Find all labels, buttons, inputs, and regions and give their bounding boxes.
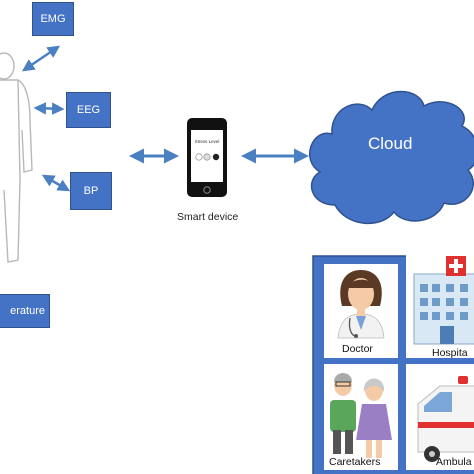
smart-device-label: Smart device (177, 211, 239, 223)
doctor-label: Doctor (342, 343, 373, 355)
caretakers-icon (330, 373, 392, 458)
temperature-box: erature (0, 294, 50, 328)
ambulance-label: Ambula (436, 456, 472, 468)
eeg-box: EEG (66, 92, 111, 128)
emg-box: EMG (32, 2, 74, 36)
emg-arrow (21, 45, 61, 72)
doctor-icon (337, 270, 385, 339)
eeg-arrow (33, 102, 65, 115)
bp-box: BP (70, 172, 112, 210)
cloud-label: Cloud (368, 134, 413, 153)
smart-device-screen-text: Stress Level (194, 139, 220, 144)
hospital-label: Hospita (432, 347, 468, 359)
smartphone-icon (187, 118, 227, 197)
ambulance-icon (417, 376, 474, 462)
human-body-outline (0, 52, 33, 263)
bp-arrow (41, 174, 71, 192)
caretakers-label: Caretakers (329, 456, 381, 468)
hospital-icon (413, 256, 474, 345)
cloud-shape (309, 90, 474, 225)
